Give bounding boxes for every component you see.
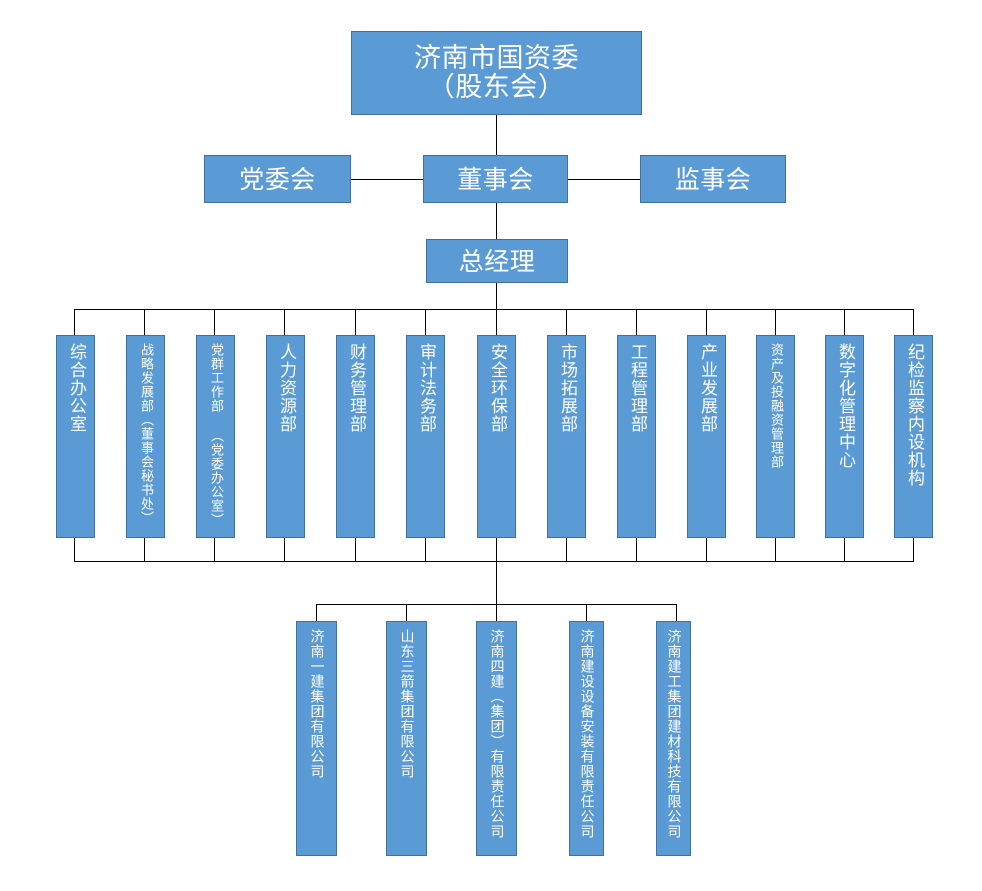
connector-dept-riser-1 (74, 538, 75, 561)
dept-node-12[interactable]: 数字化管理中心 (825, 335, 864, 538)
connector-dept-lower-bus (74, 561, 914, 562)
dept-label-7: 安全环保部 (487, 343, 507, 433)
connector-dept-riser-12 (844, 538, 845, 561)
node-supervisory-board-label: 监事会 (674, 164, 752, 194)
subsidiary-label-1: 济南一建集团有限公司 (308, 629, 325, 779)
connector-dept-riser-2 (144, 538, 145, 561)
connector-board-to-gm (496, 203, 497, 239)
connector-dept-bus (74, 309, 914, 310)
connector-board-to-party (351, 179, 423, 180)
subsidiary-label-5: 济南建工集团建材科技有限公司 (665, 629, 682, 839)
dept-label-6: 审计法务部 (416, 343, 436, 433)
dept-node-11[interactable]: 资产及投融资管理部 (756, 335, 795, 538)
connector-dept-riser-4 (284, 538, 285, 561)
dept-node-6[interactable]: 审计法务部 (406, 335, 445, 538)
connector-dept-riser-3 (214, 538, 215, 561)
connector-dept-riser-7 (496, 538, 497, 561)
connector-dept-riser-11 (775, 538, 776, 561)
dept-label-9: 工程管理部 (627, 343, 647, 433)
node-root-label: 济南市国资委 （股东会） (414, 42, 579, 103)
dept-node-7[interactable]: 安全环保部 (477, 335, 516, 538)
connector-dept-riser-5 (355, 538, 356, 561)
dept-label-2: 战略发展部（董事会秘书处） (138, 343, 153, 525)
dept-label-10: 产业发展部 (697, 343, 717, 433)
connector-dept-drop-6 (425, 309, 426, 335)
dept-node-4[interactable]: 人力资源部 (266, 335, 305, 538)
connector-dept-drop-9 (636, 309, 637, 335)
subsidiary-node-4[interactable]: 济南建设设备安装有限责任公司 (569, 621, 604, 856)
connector-dept-drop-5 (355, 309, 356, 335)
node-board-of-directors[interactable]: 董事会 (423, 155, 568, 203)
connector-to-subsidiary-bus (496, 561, 497, 604)
node-board-of-directors-label: 董事会 (457, 164, 534, 194)
dept-label-1: 综合办公室 (66, 343, 86, 433)
connector-dept-drop-4 (284, 309, 285, 335)
connector-board-to-supervisory (568, 179, 640, 180)
dept-node-2[interactable]: 战略发展部（董事会秘书处） (126, 335, 165, 538)
node-general-manager[interactable]: 总经理 (426, 239, 568, 283)
connector-gm-to-dept-bus (496, 283, 497, 309)
connector-dept-riser-6 (425, 538, 426, 561)
connector-dept-drop-13 (913, 309, 914, 335)
node-party-committee[interactable]: 党委会 (204, 155, 351, 203)
subsidiary-label-3: 济南四建（集团）有限责任公司 (488, 629, 505, 839)
node-general-manager-label: 总经理 (458, 246, 536, 276)
dept-label-5: 财务管理部 (346, 343, 366, 433)
connector-root-to-board (496, 115, 497, 155)
dept-node-13[interactable]: 纪检监察内设机构 (894, 335, 933, 538)
connector-dept-drop-3 (214, 309, 215, 335)
connector-sub-drop-1 (316, 604, 317, 621)
node-party-committee-label: 党委会 (239, 164, 316, 194)
connector-sub-drop-3 (496, 604, 497, 621)
connector-dept-riser-13 (913, 538, 914, 561)
dept-label-3: 党群工作部 （党委办公室） (208, 343, 223, 527)
dept-label-13: 纪检监察内设机构 (904, 343, 924, 487)
dept-node-8[interactable]: 市场拓展部 (547, 335, 586, 538)
dept-label-12: 数字化管理中心 (835, 343, 855, 469)
connector-dept-drop-2 (144, 309, 145, 335)
node-supervisory-board[interactable]: 监事会 (640, 155, 786, 203)
subsidiary-node-2[interactable]: 山东三箭集团有限公司 (386, 621, 427, 856)
connector-sub-drop-5 (676, 604, 677, 621)
connector-dept-drop-10 (706, 309, 707, 335)
dept-node-10[interactable]: 产业发展部 (687, 335, 726, 538)
connector-dept-riser-9 (636, 538, 637, 561)
dept-label-8: 市场拓展部 (557, 343, 577, 433)
subsidiary-node-1[interactable]: 济南一建集团有限公司 (296, 621, 337, 856)
connector-dept-drop-12 (844, 309, 845, 335)
connector-sub-drop-2 (406, 604, 407, 621)
connector-dept-drop-11 (775, 309, 776, 335)
subsidiary-label-4: 济南建设设备安装有限责任公司 (578, 629, 595, 839)
dept-node-1[interactable]: 综合办公室 (56, 335, 95, 538)
node-root-sasac[interactable]: 济南市国资委 （股东会） (351, 31, 642, 115)
dept-node-5[interactable]: 财务管理部 (336, 335, 375, 538)
connector-dept-drop-1 (74, 309, 75, 335)
connector-sub-drop-4 (586, 604, 587, 621)
connector-dept-riser-8 (566, 538, 567, 561)
subsidiary-node-3[interactable]: 济南四建（集团）有限责任公司 (476, 621, 517, 856)
connector-dept-drop-8 (566, 309, 567, 335)
subsidiary-node-5[interactable]: 济南建工集团建材科技有限公司 (656, 621, 691, 856)
dept-node-9[interactable]: 工程管理部 (617, 335, 656, 538)
dept-label-4: 人力资源部 (276, 343, 296, 433)
dept-label-11: 资产及投融资管理部 (768, 343, 783, 469)
dept-node-3[interactable]: 党群工作部 （党委办公室） (196, 335, 235, 538)
connector-dept-riser-10 (706, 538, 707, 561)
subsidiary-label-2: 山东三箭集团有限公司 (398, 629, 415, 779)
connector-dept-drop-7 (496, 309, 497, 335)
